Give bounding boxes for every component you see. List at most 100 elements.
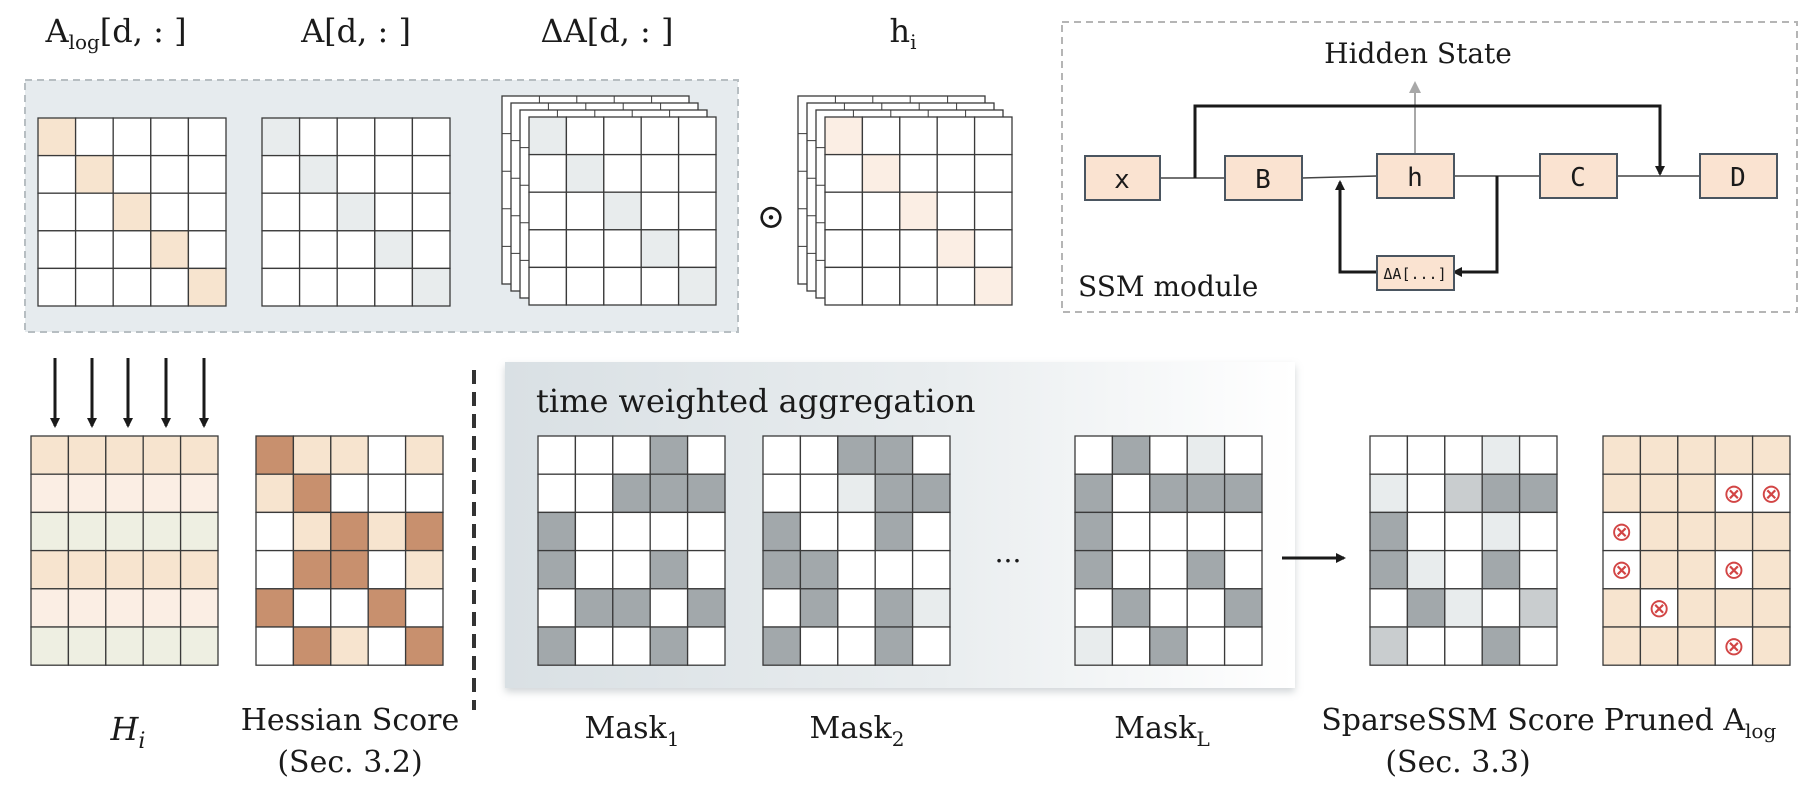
sparse-cell	[1518, 473, 1558, 514]
a-cell	[374, 117, 414, 157]
h-cell	[973, 229, 1013, 269]
hi-cell	[30, 588, 70, 628]
h-cell	[861, 229, 901, 269]
mask2-cell	[799, 473, 839, 514]
hessian-cell	[255, 549, 295, 590]
hessian-cell	[330, 626, 369, 666]
hessian-cell	[255, 435, 295, 475]
sparse-cell	[1444, 549, 1483, 590]
mask2-cell	[837, 588, 876, 628]
alog-cell	[187, 117, 227, 157]
hessian-cell	[404, 473, 444, 514]
sparse-cell	[1481, 511, 1521, 552]
maskL-cell	[1223, 435, 1263, 475]
pruned-cell	[1714, 588, 1754, 628]
maskL-cell	[1149, 473, 1188, 514]
alog-label: Alog[d, : ]	[44, 12, 186, 54]
maskL-label: MaskL	[1114, 711, 1209, 751]
pruned-cell	[1639, 549, 1679, 590]
maskL-cell	[1111, 473, 1151, 514]
prune-mark: ⊗	[1723, 556, 1745, 586]
mask1-cell	[574, 626, 614, 666]
sparse-cell	[1481, 626, 1521, 666]
maskL-cell	[1074, 473, 1114, 514]
hessian-cell	[292, 549, 332, 590]
mask2-cell	[837, 435, 876, 475]
hidden-state-title: Hidden State	[1324, 37, 1512, 70]
alog-cell	[74, 154, 114, 194]
mask2-cell	[762, 511, 802, 552]
sparse-cell	[1481, 435, 1521, 475]
prune-mark: ⊗	[1760, 479, 1782, 509]
mask2-cell	[911, 549, 951, 590]
sparsessm-label-line2: (Sec. 3.3)	[1385, 745, 1530, 780]
maskL-cell	[1074, 626, 1114, 666]
delta-cell	[640, 191, 680, 231]
delta-cell	[528, 191, 568, 231]
sparse-cell	[1481, 588, 1521, 628]
mask1-cell	[574, 435, 614, 475]
mask1-cell	[649, 473, 689, 514]
delta-a-grid-stack	[501, 95, 717, 306]
sparsessm-label-line1: SparseSSM Score	[1321, 703, 1594, 738]
hessian-cell	[367, 511, 407, 552]
sparse-cell	[1369, 511, 1409, 552]
delta-cell	[565, 153, 605, 193]
prune-mark: ⊗	[1723, 479, 1745, 509]
h-cell	[824, 116, 864, 156]
mask2-cell	[762, 549, 802, 590]
sparse-cell	[1369, 588, 1409, 628]
a-cell	[336, 154, 376, 194]
h-cell	[973, 266, 1013, 306]
hi-cell	[67, 588, 107, 628]
mask1-cell	[574, 473, 614, 514]
mask1-cell	[686, 626, 726, 666]
hessian-cell	[292, 511, 332, 552]
maskL-cell	[1223, 473, 1263, 514]
maskL-grid	[1074, 435, 1263, 666]
sparse-cell	[1369, 473, 1409, 514]
hessian-cell	[404, 549, 444, 590]
a-cell	[298, 192, 338, 232]
a-grid	[261, 117, 451, 307]
hi-cell	[142, 435, 182, 475]
alog-cell	[74, 230, 114, 270]
alog-cell	[112, 117, 152, 157]
ssm-node-b-label: B	[1255, 165, 1271, 195]
maskL-cell	[1186, 626, 1226, 666]
h-front-grid	[824, 116, 1013, 306]
ssm-node-x-label: x	[1114, 165, 1130, 195]
delta-cell	[677, 191, 717, 231]
mask1-cell	[649, 549, 689, 590]
delta-cell	[640, 153, 680, 193]
sparse-cell	[1406, 549, 1446, 590]
sparse-cell	[1518, 435, 1558, 475]
mask2-cell	[874, 626, 914, 666]
delta-cell	[640, 116, 680, 156]
pruned-cell	[1714, 511, 1754, 552]
pruned-cell	[1751, 511, 1791, 552]
hessian-cell	[367, 549, 407, 590]
mask2-cell	[874, 549, 914, 590]
h-cell	[824, 266, 864, 306]
hi-cell	[30, 626, 70, 666]
h-cell	[936, 116, 976, 156]
pruned-cell	[1602, 435, 1642, 475]
h-cell	[899, 191, 938, 231]
pruned-cell	[1677, 473, 1716, 514]
hessian-cell	[292, 626, 332, 666]
sparse-cell	[1444, 588, 1483, 628]
sparse-cell	[1444, 511, 1483, 552]
aggregation-title: time weighted aggregation	[536, 382, 975, 420]
pruned-cell	[1602, 473, 1642, 514]
hi-cell	[142, 626, 182, 666]
maskL-cell	[1223, 549, 1263, 590]
sparse-cell	[1369, 626, 1409, 666]
pruned-cell	[1677, 549, 1716, 590]
hessian-cell	[330, 473, 369, 514]
mask1-cell	[649, 435, 689, 475]
mask1-cell	[574, 588, 614, 628]
maskL-cell	[1074, 511, 1114, 552]
mask2-cell	[874, 435, 914, 475]
h-cell	[973, 153, 1013, 193]
